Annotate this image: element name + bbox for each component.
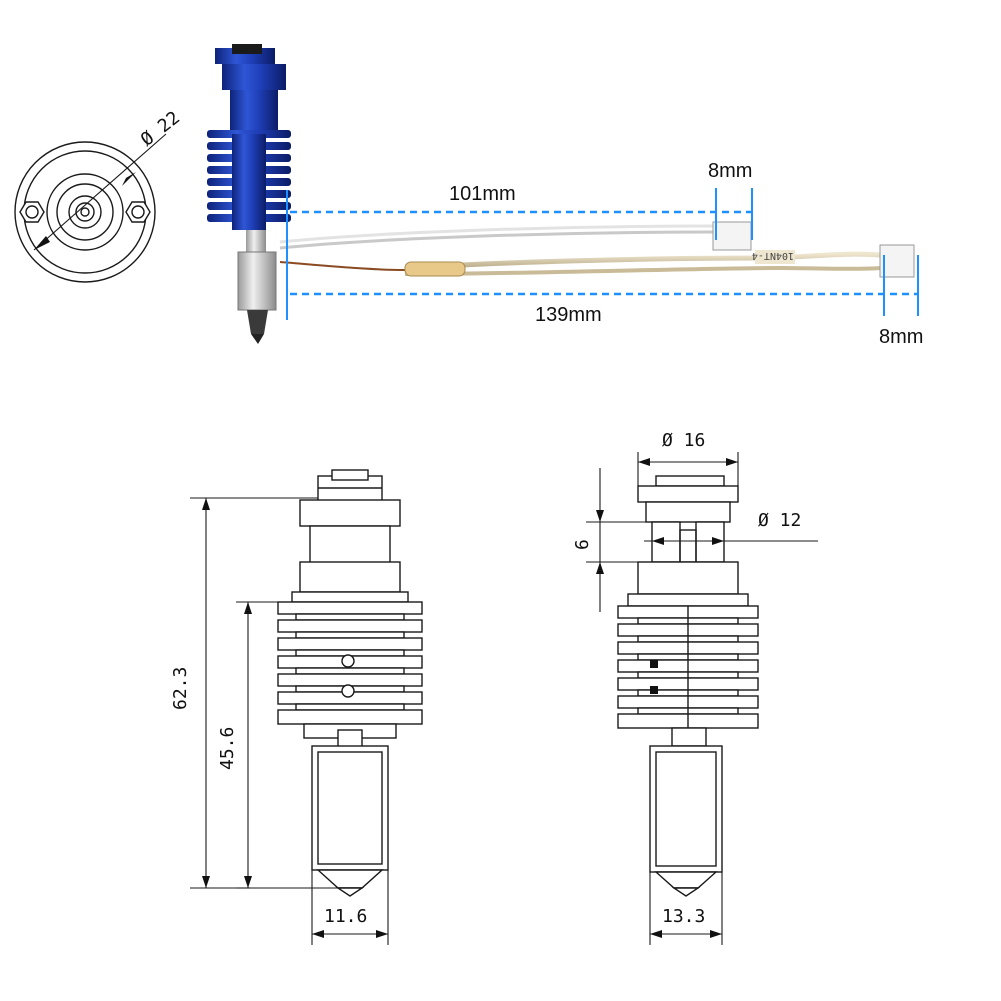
connector-bottom-label: 8mm [879,326,923,348]
top-diameter-label: Ø 16 [662,430,705,451]
connector-bottom-icon [879,244,915,278]
groove-height-label: 6 [572,539,593,550]
neck-diameter-label: Ø 12 [758,510,801,531]
side-view-drawing: Ø 16 Ø 12 6 13.3 [572,430,818,945]
front-view-drawing: 62.3 45.6 11.6 [170,469,423,945]
side-width-label: 13.3 [662,906,705,927]
sink-height-label: 45.6 [217,727,238,770]
end-view-diameter-label: Ø 22 [137,107,184,150]
coupler-icon [232,44,262,54]
total-height-label: 62.3 [170,667,191,710]
front-width-label: 11.6 [324,906,367,927]
cable-print: 104NT-4 [752,250,794,261]
end-view-drawing: Ø 22 [14,107,184,283]
side-heatsink-fins [617,605,759,729]
cable-bundle: 104NT-4 [279,221,915,278]
set-screw-right-icon [125,201,151,223]
heatsink-fins [207,130,291,230]
connector-top-label: 8mm [708,160,752,182]
front-heatsink-fins [277,601,423,725]
length-top-label: 101mm [449,183,516,205]
length-bottom-label: 139mm [535,304,602,326]
connector-top-icon [712,221,752,251]
hotend-photo [207,44,291,344]
set-screw-left-icon [19,201,45,223]
photo-dimensions: 101mm 139mm 8mm 8mm [286,160,923,348]
